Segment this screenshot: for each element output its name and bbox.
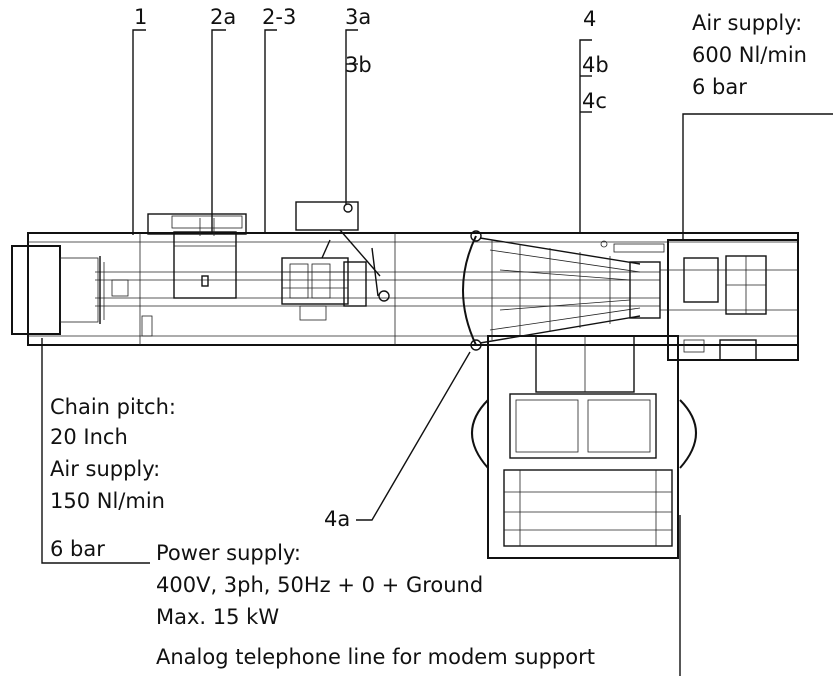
left-specs-label: Chain pitch: 20 Inch Air supply: 150 Nl/… (50, 395, 176, 561)
svg-text:6 bar: 6 bar (50, 537, 105, 561)
station-3 (281, 201, 390, 321)
callout-3a: 3a (345, 5, 371, 29)
callout-4c: 4c (582, 89, 607, 113)
infeed-unit (11, 245, 153, 337)
callout-2-3: 2-3 (262, 5, 296, 29)
callout-2a: 2a (210, 5, 236, 29)
svg-text:Max. 15 kW: Max. 15 kW (156, 605, 279, 629)
svg-text:600 Nl/min: 600 Nl/min (692, 43, 807, 67)
svg-text:20 Inch: 20 Inch (50, 425, 128, 449)
callout-4: 4 (583, 7, 596, 31)
outfeed-unit (660, 239, 799, 361)
svg-text:Air supply:: Air supply: (50, 457, 160, 481)
svg-text:150 Nl/min: 150 Nl/min (50, 489, 165, 513)
callout-leaders (41, 29, 833, 676)
svg-text:400V, 3ph, 50Hz + 0 + Ground: 400V, 3ph, 50Hz + 0 + Ground (156, 573, 483, 597)
svg-text:6 bar: 6 bar (692, 75, 747, 99)
callout-4b: 4b (582, 53, 609, 77)
svg-text:Power supply:: Power supply: (156, 541, 301, 565)
power-supply-label: Power supply: 400V, 3ph, 50Hz + 0 + Grou… (156, 541, 595, 669)
svg-text:Chain pitch:: Chain pitch: (50, 395, 176, 419)
air-supply-right-label: Air supply: 600 Nl/min 6 bar (692, 11, 807, 99)
conveyor-frame (27, 232, 799, 346)
svg-text:Analog telephone line for mode: Analog telephone line for modem support (156, 645, 595, 669)
svg-text:Air supply:: Air supply: (692, 11, 802, 35)
callout-1: 1 (134, 5, 147, 29)
callout-labels: 1 2a 2-3 3a 3b 4 4b 4c 4a (134, 5, 609, 531)
station-4 (462, 230, 665, 351)
callout-3b: 3b (345, 53, 372, 77)
callout-4a: 4a (324, 507, 350, 531)
lower-unit (471, 335, 697, 559)
station-2a (147, 213, 247, 299)
